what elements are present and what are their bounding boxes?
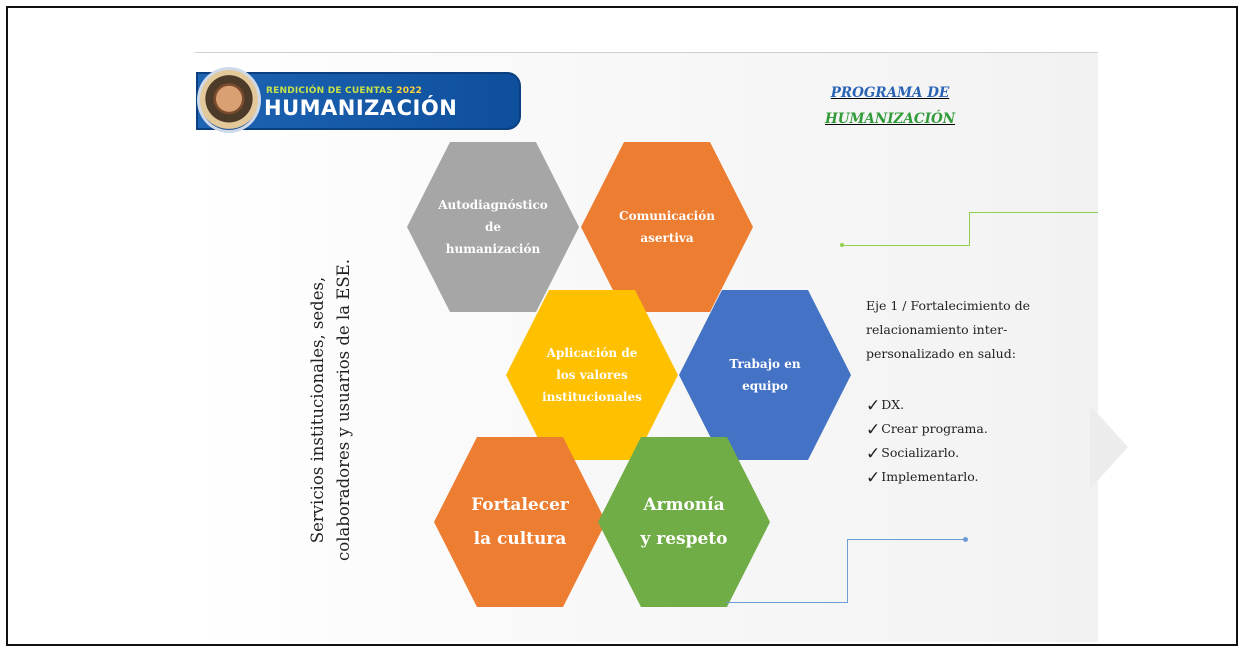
hexagon-label: los valores bbox=[556, 368, 628, 382]
hexagon-label: asertiva bbox=[640, 231, 694, 245]
hexagon-label: Armonía bbox=[643, 495, 725, 515]
connector-dot-blue bbox=[963, 537, 968, 542]
banner-subtitle: RENDICIÓN DE CUENTAS 2022 bbox=[266, 86, 422, 96]
axis-description-line: relacionamiento inter- bbox=[866, 322, 1008, 337]
hexagon-label: Trabajo en bbox=[729, 357, 801, 371]
checkmark-icon: ✓ bbox=[866, 420, 881, 440]
hexagon-label: institucionales bbox=[542, 390, 642, 404]
hexagon-label: Aplicación de bbox=[546, 346, 638, 360]
axis-description-line: Eje 1 / Fortalecimiento de bbox=[866, 298, 1031, 313]
checklist-item-label: DX. bbox=[881, 397, 905, 412]
connector-line-green bbox=[969, 212, 970, 246]
connector-line-green bbox=[842, 245, 970, 246]
checklist-item: ✓ Crear programa. bbox=[866, 417, 1066, 441]
connector-line-green bbox=[969, 212, 1098, 213]
hexagon-label: Fortalecer bbox=[471, 495, 569, 515]
banner-subtitle-text: RENDICIÓN DE CUENTAS bbox=[266, 86, 393, 96]
checklist-item: ✓ DX. bbox=[866, 393, 1066, 417]
hexagon-aplicacion-valores: Aplicación de los valores institucionale… bbox=[506, 290, 678, 460]
banner-year: 2022 bbox=[396, 86, 423, 96]
program-title-line1: PROGRAMA DE bbox=[830, 85, 950, 101]
hexagon-armonia-respeto: Armonía y respeto bbox=[598, 437, 770, 607]
slide-top-divider bbox=[195, 52, 1098, 53]
hexagon-label: equipo bbox=[742, 379, 788, 393]
checklist-item-label: Crear programa. bbox=[881, 421, 988, 436]
hexagon-label: y respeto bbox=[640, 529, 728, 549]
connector-line-blue bbox=[726, 602, 848, 603]
connector-line-blue bbox=[847, 539, 848, 603]
checklist-item-label: Implementarlo. bbox=[881, 469, 979, 484]
checklist-item-label: Socializarlo. bbox=[881, 445, 960, 460]
hexagon-comunicacion: Comunicación asertiva bbox=[581, 142, 753, 312]
checklist-item: ✓ Socializarlo. bbox=[866, 441, 1066, 465]
hexagon-label: Autodiagnóstico bbox=[438, 198, 548, 212]
checkmark-icon: ✓ bbox=[866, 396, 881, 416]
checkmark-icon: ✓ bbox=[866, 444, 881, 464]
checkmark-icon: ✓ bbox=[866, 468, 881, 488]
axis-description: Eje 1 / Fortalecimiento de relacionamien… bbox=[866, 294, 1066, 366]
banner-title: HUMANIZACIÓN bbox=[264, 96, 458, 120]
hexagon-trabajo-equipo: Trabajo en equipo bbox=[679, 290, 851, 460]
program-title-line2: HUMANIZACIÓN bbox=[824, 111, 956, 127]
checklist: ✓ DX. ✓ Crear programa. ✓ Socializarlo. … bbox=[866, 393, 1066, 489]
vertical-caption-line1: Servicios institucionales, sedes, bbox=[308, 276, 327, 544]
axis-description-line: personalizado en salud: bbox=[866, 346, 1016, 361]
hexagon-label: de humanización bbox=[445, 220, 541, 256]
hexagon-label: Comunicación bbox=[619, 209, 715, 223]
page-curl-shape bbox=[1090, 405, 1128, 489]
checklist-item: ✓ Implementarlo. bbox=[866, 465, 1066, 489]
vertical-caption-line2: colaboradores y usuarios de la ESE. bbox=[334, 259, 353, 561]
connector-line-blue bbox=[847, 539, 965, 540]
hexagon-label: la cultura bbox=[473, 529, 567, 549]
program-title: PROGRAMA DE HUMANIZACIÓN bbox=[800, 80, 980, 132]
avatar bbox=[197, 67, 261, 133]
